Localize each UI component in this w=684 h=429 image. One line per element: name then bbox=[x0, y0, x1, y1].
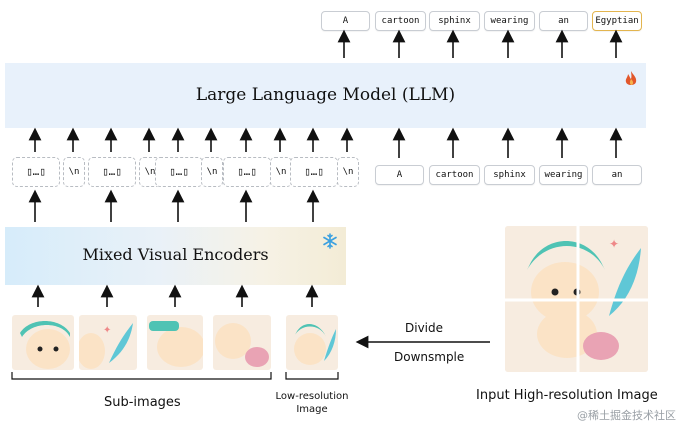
low-resolution-image bbox=[286, 315, 338, 370]
llm-title: Large Language Model (LLM) bbox=[195, 85, 456, 105]
output-token-2: cartoon bbox=[375, 11, 426, 31]
sub-image-4 bbox=[213, 315, 271, 370]
newline-token-3: \n bbox=[201, 157, 223, 187]
input-token-5: an bbox=[592, 165, 642, 185]
visual-token-group-5: ▯…▯ bbox=[290, 157, 338, 187]
downsample-label: Downsmple bbox=[394, 350, 465, 364]
input-token-1: A bbox=[375, 165, 424, 185]
divide-label: Divide bbox=[405, 321, 444, 335]
snowflake-icon bbox=[323, 233, 337, 249]
newline-token-5: \n bbox=[337, 157, 359, 187]
low-resolution-label-line1: Low-resolution bbox=[275, 391, 349, 402]
watermark: @稀土掘金技术社区 bbox=[577, 409, 676, 422]
svg-text:✦: ✦ bbox=[103, 325, 111, 336]
newline-token-1: \n bbox=[63, 157, 85, 187]
visual-token-group-4: ▯…▯ bbox=[223, 157, 271, 187]
mixed-visual-encoders-block: Mixed Visual Encoders bbox=[5, 227, 346, 285]
input-high-resolution-image: ✦ bbox=[505, 226, 648, 372]
sub-image-2: ✦ bbox=[79, 315, 137, 370]
fire-icon bbox=[625, 71, 637, 85]
input-token-3: sphinx bbox=[484, 165, 535, 185]
svg-text:✦: ✦ bbox=[609, 237, 619, 251]
llm-block: Large Language Model (LLM) bbox=[5, 63, 646, 128]
encoder-title: Mixed Visual Encoders bbox=[82, 245, 269, 264]
low-resolution-label-line2: Image bbox=[296, 404, 328, 415]
visual-token-group-3: ▯…▯ bbox=[155, 157, 203, 187]
sub-image-1 bbox=[12, 315, 74, 370]
sub-images-label: Sub-images bbox=[104, 395, 181, 410]
low-resolution-label: Low-resolution Image bbox=[262, 390, 362, 416]
input-token-2: cartoon bbox=[429, 165, 480, 185]
input-token-4: wearing bbox=[539, 165, 588, 185]
sub-image-3 bbox=[147, 315, 203, 370]
visual-token-group-2: ▯…▯ bbox=[88, 157, 136, 187]
visual-token-group-1: ▯…▯ bbox=[12, 157, 60, 187]
input-image-label: Input High-resolution Image bbox=[476, 388, 658, 403]
